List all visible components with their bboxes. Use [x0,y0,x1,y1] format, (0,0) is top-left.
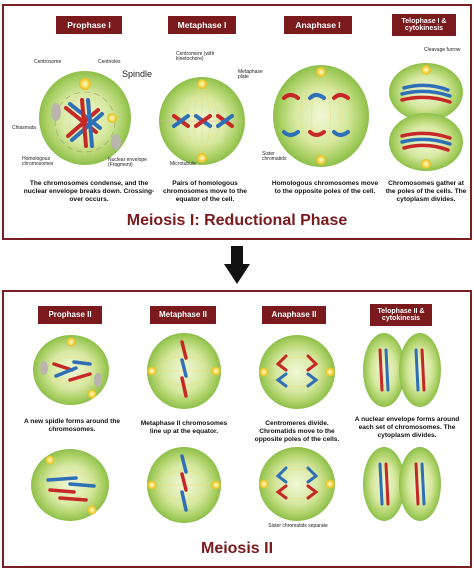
annot-metaphase-plate: Metaphase plate [238,69,263,81]
meiosis-one-title: Meiosis I: Reductional Phase [126,212,348,229]
annot-microtubule: Microtubule [170,161,196,167]
annot-centrioles: Centrioles [98,59,121,65]
stage-label-prophase-2: Prophase II [38,306,102,324]
annot-sister-chromatids-separate: Sister chromatids separate [268,523,328,529]
annot-spindle: Spindle [122,69,153,79]
telophase-2-cell-bottom [363,447,441,521]
caption-telophase-1: Chromosomes gather at the poles of the c… [385,180,467,204]
annot-nuclear-envelope: Nuclear envelope (Fragment) [108,157,147,169]
anaphase-2-cell-bottom [259,447,335,521]
metaphase-2-cell-bottom [147,447,221,523]
annot-centromere: Centromere (with kinetochore) [176,51,215,63]
prophase-1-cell [39,71,131,165]
prophase-2-cell-bottom [31,449,109,521]
caption-prophase-2: A new spidle forms around the chromosome… [23,418,121,434]
caption-prophase-1: The chromosomes condense, and the nuclea… [23,180,155,204]
annot-homologous: Homologous chromosomes [22,156,54,168]
stage-label-metaphase-1: Metaphase I [168,16,236,34]
anaphase-2-cell-top [259,335,335,409]
annot-sister-chromatids: Sister chromatids [262,151,287,163]
stage-label-telophase-2: Telophase II & cytokinesis [370,304,432,326]
stage-label-anaphase-2: Anaphase II [262,306,326,324]
telophase-1-cell [389,63,463,171]
caption-anaphase-1: Homologous chromosomes move to the oppos… [271,180,379,196]
metaphase-2-cell-top [147,333,221,409]
caption-telophase-2: A nuclear envelope forms around each set… [354,416,460,440]
telophase-2-cell-top [363,333,441,407]
stage-label-telophase-1: Telophase I & cytokinesis [392,14,456,36]
stage-label-metaphase-2: Metaphase II [150,306,216,324]
meiosis-two-title: Meiosis II [200,540,274,557]
caption-anaphase-2: Centromeres divide. Chromatids move to t… [254,420,340,444]
caption-metaphase-1: Pairs of homologous chromosomes move to … [163,180,247,204]
stage-label-anaphase-1: Anaphase I [284,16,352,34]
down-arrow-icon [224,246,250,284]
caption-metaphase-2: Metaphase II chromosomes line up at the … [140,420,228,436]
prophase-2-cell-top [33,335,109,405]
annot-cleavage-furrow: Cleavage furrow [424,47,461,53]
annot-centrosome: Centrosome [34,59,62,65]
stage-label-prophase-1: Prophase I [56,16,122,34]
annot-chiasmata: Chiasmata [12,125,36,131]
metaphase-1-cell [158,77,246,165]
anaphase-1-cell [273,65,369,167]
